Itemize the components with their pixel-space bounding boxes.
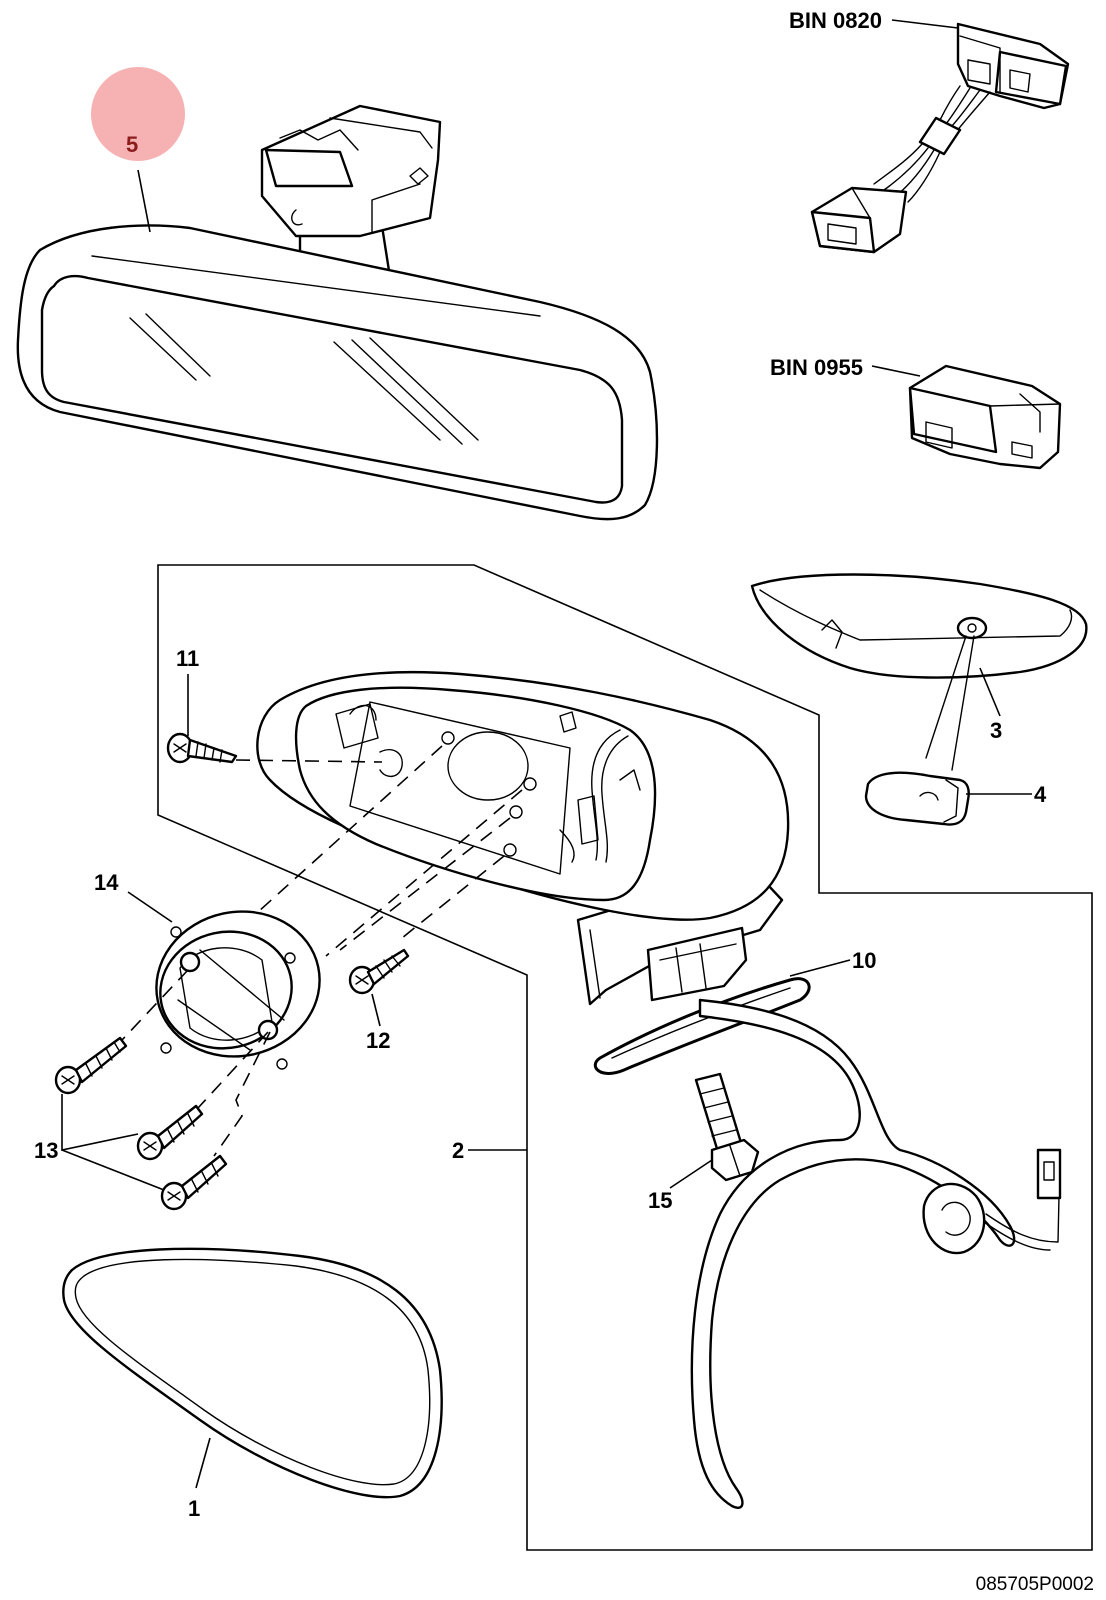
screws-13[interactable] [54, 1036, 228, 1211]
bulb[interactable] [864, 771, 970, 826]
screw-11[interactable] [166, 732, 238, 764]
callout-1[interactable]: 1 [188, 1496, 200, 1521]
callout-bin-0820[interactable]: BIN 0820 [789, 8, 882, 33]
callout-15[interactable]: 15 [648, 1188, 672, 1213]
bolt-15[interactable] [694, 1072, 760, 1182]
callout-2[interactable]: 2 [452, 1138, 464, 1163]
screw-12[interactable] [348, 948, 410, 995]
leader-lines [61, 19, 1032, 1489]
highlight-marker [91, 67, 185, 161]
callout-4[interactable]: 4 [1034, 782, 1047, 807]
mirror-glass[interactable] [62, 1247, 443, 1499]
gasket[interactable] [593, 977, 811, 1075]
callout-14[interactable]: 14 [94, 870, 119, 895]
assembly-outline [157, 564, 1093, 1551]
cable[interactable] [690, 998, 1062, 1509]
assembly-lines [121, 745, 523, 1157]
callout-bin-0955[interactable]: BIN 0955 [770, 355, 863, 380]
callout-13[interactable]: 13 [34, 1138, 58, 1163]
drawing-code: 085705P0002 [976, 1574, 1094, 1595]
module-bin-0955[interactable] [908, 364, 1062, 470]
mirror-housing[interactable] [256, 670, 790, 1006]
adjuster-motor[interactable] [143, 897, 333, 1072]
callout-3[interactable]: 3 [990, 718, 1002, 743]
callout-5[interactable]: 5 [126, 132, 138, 157]
callout-11[interactable]: 11 [176, 646, 199, 671]
lamp-housing[interactable] [750, 573, 1088, 679]
callout-12[interactable]: 12 [366, 1028, 390, 1053]
interior-mirror[interactable] [16, 104, 659, 521]
callout-10[interactable]: 10 [852, 948, 876, 973]
harness-bin-0820[interactable] [810, 22, 1070, 254]
